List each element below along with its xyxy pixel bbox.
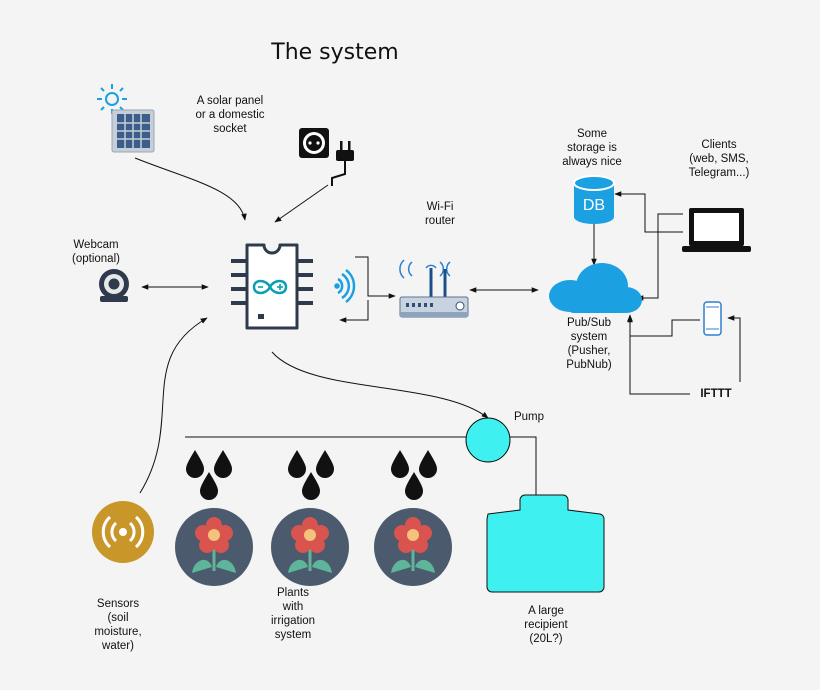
flower-icon bbox=[175, 508, 253, 586]
sensor-icon bbox=[92, 501, 154, 563]
arrow-ifttt-to-phone bbox=[727, 315, 741, 382]
solar-label: A solar panel or a domestic socket bbox=[195, 95, 265, 135]
water-drop-icon bbox=[316, 450, 334, 478]
arrow-controller-to-pump bbox=[271, 351, 489, 419]
page-title: The system bbox=[271, 40, 399, 65]
water-drop-icon bbox=[214, 450, 232, 478]
db-label: DB bbox=[583, 197, 605, 214]
arrow-laptop-to-db bbox=[614, 191, 683, 233]
water-drops bbox=[186, 450, 437, 500]
ifttt-label: IFTTT bbox=[700, 388, 732, 400]
power-plug-icon bbox=[331, 141, 354, 186]
arrow-ifttt-to-cloud bbox=[627, 315, 690, 395]
arrow-wifi-to-router bbox=[355, 256, 396, 299]
microcontroller-icon bbox=[231, 243, 313, 330]
water-drop-icon bbox=[405, 472, 423, 500]
webcam-icon bbox=[99, 269, 129, 302]
flower-icon bbox=[374, 508, 452, 586]
connectors bbox=[134, 157, 741, 498]
clients-label: Clients (web, SMS, Telegram...) bbox=[688, 139, 750, 179]
webcam-label: Webcam (optional) bbox=[72, 239, 120, 265]
arrow-solar-to-controller bbox=[134, 157, 247, 221]
arrow-sensors-to-controller bbox=[139, 317, 208, 494]
arrow-phone-to-cloud bbox=[627, 314, 700, 337]
router-icon bbox=[399, 259, 469, 318]
flower-icon bbox=[271, 508, 349, 586]
arrow-laptop-to-cloud bbox=[636, 213, 683, 301]
water-drop-icon bbox=[391, 450, 409, 478]
recipient-label: A large recipient (20L?) bbox=[524, 605, 568, 645]
water-drop-icon bbox=[302, 472, 320, 500]
cloud-icon bbox=[549, 263, 642, 313]
power-socket-icon bbox=[299, 128, 329, 158]
arrow-socket-to-controller bbox=[274, 184, 329, 223]
database-icon: DB bbox=[573, 175, 615, 224]
storage-label: Some storage is always nice bbox=[562, 128, 622, 168]
plants-label: Plants with irrigation system bbox=[270, 587, 316, 641]
router-label: Wi-Fi router bbox=[424, 201, 456, 227]
pump-icon bbox=[465, 417, 511, 463]
wifi-signal-icon bbox=[334, 269, 356, 303]
pubsub-label: Pub/Sub system (Pusher, PubNub) bbox=[566, 317, 612, 371]
water-drop-icon bbox=[288, 450, 306, 478]
water-tank-icon bbox=[486, 494, 605, 593]
solar-panel-icon bbox=[111, 109, 155, 153]
arrow-router-to-controller bbox=[339, 300, 369, 323]
water-drop-icon bbox=[186, 450, 204, 478]
smartphone-icon bbox=[703, 301, 722, 336]
water-drop-icon bbox=[419, 450, 437, 478]
sensors-label: Sensors (soil moisture, water) bbox=[94, 598, 142, 652]
laptop-icon bbox=[682, 208, 751, 252]
water-drop-icon bbox=[200, 472, 218, 500]
pump-label: Pump bbox=[513, 411, 545, 423]
